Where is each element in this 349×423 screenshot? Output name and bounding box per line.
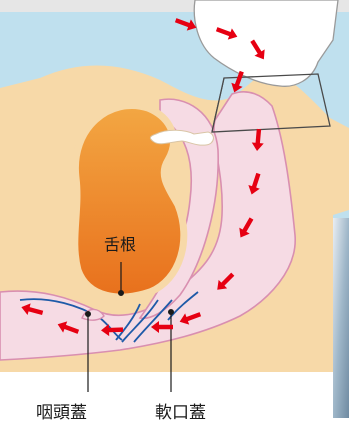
label-epiglottis: 咽頭蓋	[36, 398, 87, 423]
photo-inset	[333, 218, 349, 418]
label-soft-palate: 軟口蓋	[155, 398, 206, 423]
label-tongue-root: 舌根	[104, 231, 136, 255]
